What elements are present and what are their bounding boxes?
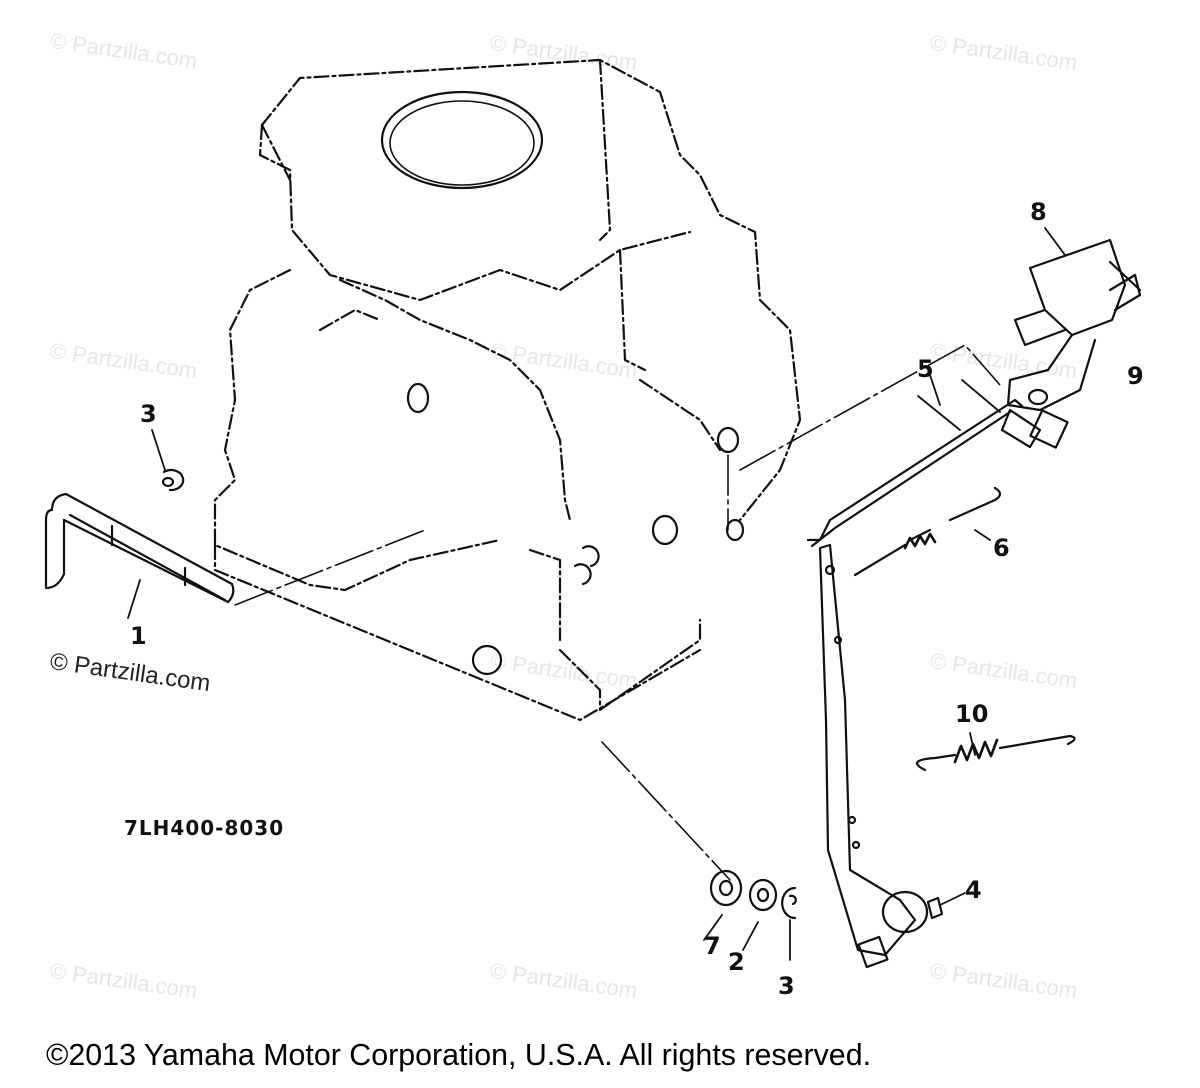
callout-3: 3: [778, 972, 795, 1000]
part-7-washer: [711, 871, 741, 905]
callout-9: 9: [1127, 362, 1144, 390]
callout-6: 6: [993, 534, 1010, 562]
callout-1: 1: [130, 622, 147, 650]
diagram-part-code: 7LH400-8030: [124, 816, 285, 840]
callout-8: 8: [1030, 198, 1047, 226]
part-5-rod: [808, 400, 1022, 546]
cylinder-opening: [382, 92, 542, 188]
copyright-notice: ©2013 Yamaha Motor Corporation, U.S.A. A…: [46, 1037, 872, 1072]
assembly-leaders: [235, 345, 1000, 880]
governor-arm: [820, 545, 927, 967]
callout-2: 2: [728, 948, 745, 976]
callout-5: 5: [917, 355, 934, 383]
part-8-bracket: [1008, 240, 1140, 410]
callout-10: 10: [955, 700, 989, 728]
callout-7: 7: [704, 932, 721, 960]
part-4-pin: [928, 898, 942, 918]
part-3-circlip-upper: [163, 470, 183, 490]
callout-3: 3: [140, 400, 157, 428]
part-2-washer: [750, 880, 776, 910]
part-10-spring: [917, 736, 1075, 770]
callout-leaders: [128, 228, 1065, 960]
part-9-bolt: [1002, 410, 1068, 448]
part-3-circlip-lower: [782, 888, 796, 918]
engine-outline: [215, 60, 800, 720]
part-1-lever-shaft: [46, 494, 233, 602]
callout-4: 4: [965, 876, 982, 904]
part-6-spring: [855, 488, 1000, 575]
